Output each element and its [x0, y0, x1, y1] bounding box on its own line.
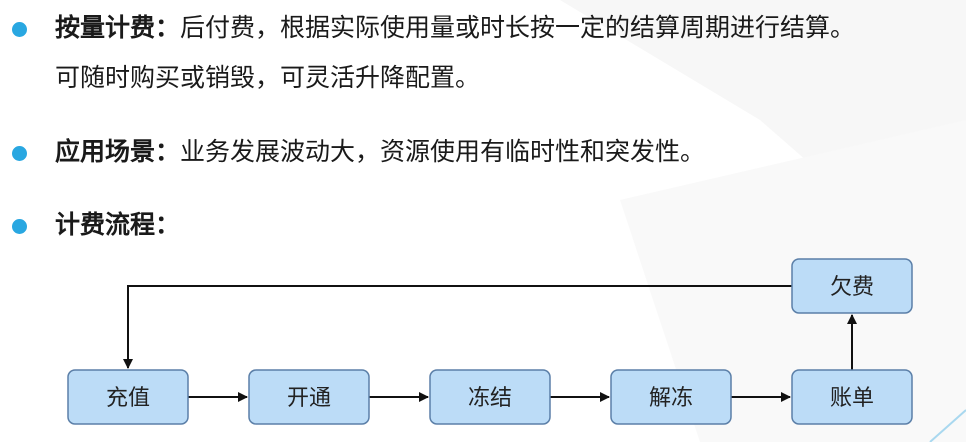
flow-node-arrears: 欠费	[791, 258, 913, 314]
flow-node-box	[429, 369, 551, 425]
bullet-label: 按量计费	[55, 13, 156, 42]
flow-node-label: 充值	[106, 386, 150, 411]
bullet-line: 后付费，根据实际使用量或时长按一定的结算周期进行结算。	[180, 13, 856, 42]
bullet-billing-flow: 计费流程：	[0, 207, 966, 247]
bullet-line: 可随时购买或销毁，可灵活升降配置。	[55, 63, 481, 92]
flow-node-box	[610, 369, 732, 425]
bullet-use-case: 应用场景：业务发展波动大，资源使用有临时性和突发性。	[0, 134, 966, 174]
bullet-colon: ：	[155, 13, 181, 42]
bullet-dot	[12, 146, 27, 161]
bullet-colon: ：	[155, 137, 181, 166]
flow-node-box	[791, 258, 913, 314]
bullet-dot	[12, 22, 27, 37]
bullet-line: 业务发展波动大，资源使用有临时性和突发性。	[180, 137, 706, 166]
flow-node-label: 冻结	[468, 386, 512, 411]
flow-node-unfreeze: 解冻	[610, 369, 732, 425]
flow-node-bill: 账单	[791, 369, 913, 425]
flow-node-label: 账单	[830, 386, 874, 411]
bullet-billing-by-usage: 按量计费：后付费，根据实际使用量或时长按一定的结算周期进行结算。 可随时购买或销…	[0, 10, 966, 100]
flow-node-box	[791, 369, 913, 425]
flow-node-box	[248, 369, 370, 425]
flow-node-label: 开通	[287, 386, 331, 411]
bullet-colon: ：	[155, 210, 181, 239]
flow-edge-arrears-to-recharge	[123, 285, 792, 369]
flow-node-label: 解冻	[649, 386, 693, 411]
flow-node-recharge: 充值	[67, 369, 189, 425]
flow-node-freeze: 冻结	[429, 369, 551, 425]
bullet-label: 应用场景	[55, 137, 156, 166]
flow-node-label: 欠费	[830, 275, 874, 300]
bullet-label: 计费流程	[55, 210, 156, 239]
flow-node-box	[67, 369, 189, 425]
flow-node-activate: 开通	[248, 369, 370, 425]
bullet-dot	[12, 219, 27, 234]
